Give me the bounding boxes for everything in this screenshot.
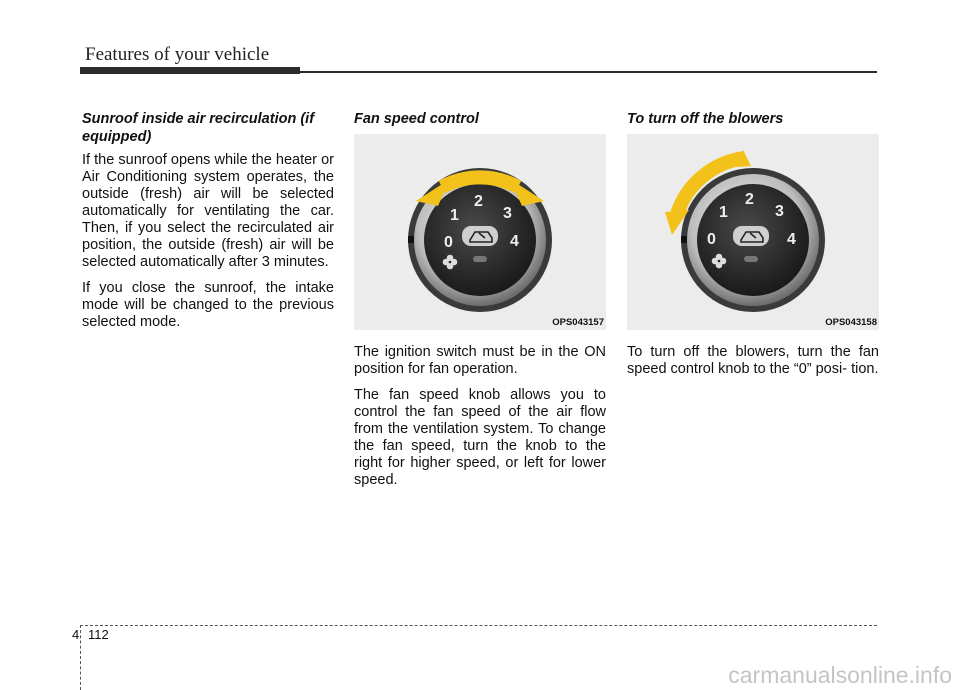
car-silhouette-icon — [740, 231, 764, 243]
knob-label-0: 0 — [444, 234, 453, 251]
knob-label-3: 3 — [503, 205, 512, 222]
fan-speed-knob-illustration: 0 1 2 3 4 — [408, 168, 552, 312]
knob-grip — [462, 226, 498, 246]
arrow-left-head — [416, 179, 450, 206]
watermark: carmanualsonline.info — [728, 662, 952, 688]
paragraph: The ignition switch must be in the ON po… — [354, 344, 606, 377]
paragraph: If you close the sunroof, the intake mod… — [82, 280, 334, 330]
column-fan-speed-control: Fan speed control 0 1 — [354, 110, 606, 498]
knob-label-2: 2 — [745, 191, 754, 208]
column-turn-off-blowers: To turn off the blowers 0 — [627, 110, 879, 387]
fan-icon — [442, 254, 458, 270]
page-header-title: Features of your vehicle — [85, 44, 270, 65]
section-heading: Fan speed control — [354, 111, 479, 127]
recirculation-arrow-icon — [478, 232, 486, 239]
knob-label-1: 1 — [450, 207, 459, 224]
knob-label-2: 2 — [474, 193, 483, 210]
paragraph: To turn off the blowers, turn the fan sp… — [627, 344, 879, 377]
arrow-right-head — [510, 179, 544, 206]
header-rule — [300, 71, 877, 73]
chapter-number: 4 — [72, 627, 80, 642]
car-silhouette-icon — [469, 231, 493, 243]
rotation-arrow-arc — [438, 170, 522, 194]
fan-knob-figure-both-directions: 0 1 2 3 4 OPS043157 — [354, 134, 606, 330]
section-heading: Sunroof inside air recirculation (if equ… — [82, 111, 315, 145]
rotation-arrow-arc — [670, 151, 747, 217]
knob-label-4: 4 — [787, 231, 796, 248]
knob-label-0: 0 — [707, 231, 716, 248]
recirculation-arrow-icon — [749, 232, 757, 239]
knob-label-1: 1 — [719, 204, 728, 221]
arrow-left-head — [665, 210, 689, 235]
footer-rule — [80, 625, 877, 626]
footer-divider — [80, 625, 81, 690]
column-sunroof-recirculation: Sunroof inside air recirculation (if equ… — [82, 110, 334, 340]
section-heading: To turn off the blowers — [627, 111, 784, 127]
figure-code: OPS043158 — [825, 317, 877, 328]
knob-grip — [733, 226, 769, 246]
figure-code: OPS043157 — [552, 317, 604, 328]
paragraph: If the sunroof opens while the heater or… — [82, 152, 334, 270]
indicator-light — [473, 256, 487, 262]
header-accent-bar — [80, 67, 300, 74]
position-marker — [408, 236, 414, 243]
knob-label-4: 4 — [510, 233, 519, 250]
fan-icon — [711, 253, 727, 269]
paragraph: The fan speed knob allows you to control… — [354, 387, 606, 488]
arrow-tail — [737, 150, 751, 167]
knob-label-3: 3 — [775, 203, 784, 220]
position-marker — [681, 236, 687, 243]
page-number: 112 — [88, 627, 109, 642]
fan-knob-figure-turn-off: 0 1 2 3 4 OPS043158 — [627, 134, 879, 330]
indicator-light — [744, 256, 758, 262]
fan-speed-knob-illustration: 0 1 2 3 4 — [665, 150, 825, 312]
